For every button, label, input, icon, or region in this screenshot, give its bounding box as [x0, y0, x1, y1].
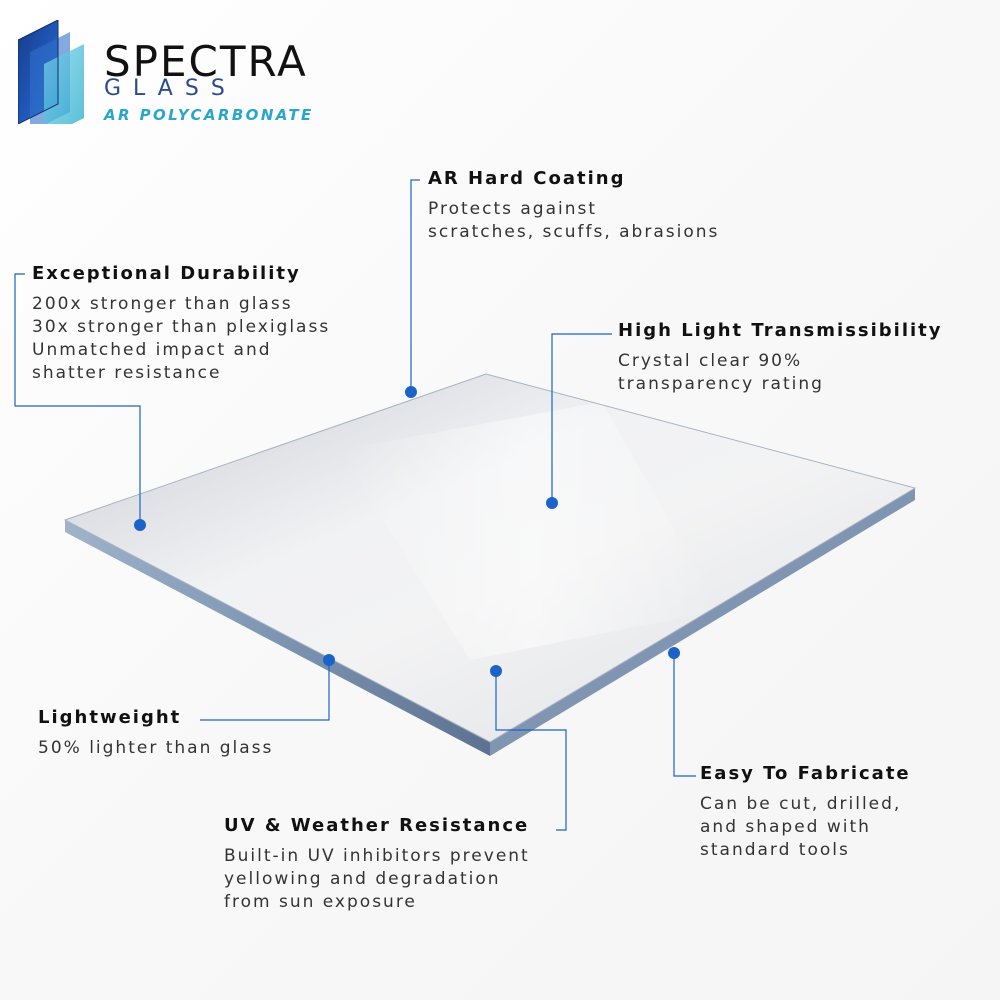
- callout-line: transparency rating: [618, 374, 824, 394]
- brand-name: SPECTRA: [104, 37, 308, 86]
- callout-line: Crystal clear 90%: [618, 351, 803, 371]
- callout-uv-weather-resistance: UV & Weather Resistance Built-in UV inhi…: [224, 815, 530, 914]
- callout-description: Can be cut, drilled, and shaped with sta…: [700, 793, 911, 862]
- callout-title: Exceptional Durability: [32, 263, 301, 284]
- callout-line: scratches, scuffs, abrasions: [428, 222, 720, 242]
- callout-line: 200x stronger than glass: [32, 294, 293, 314]
- stacked-glass-panels-icon: [18, 20, 84, 124]
- callout-description: 200x stronger than glass 30x stronger th…: [32, 293, 330, 385]
- callout-line: 50% lighter than glass: [38, 738, 274, 758]
- callout-description: Protects against scratches, scuffs, abra…: [428, 198, 719, 244]
- callout-easy-to-fabricate: Easy To Fabricate Can be cut, drilled, a…: [700, 763, 911, 862]
- callout-title: High Light Transmissibility: [618, 320, 943, 341]
- callout-lightweight: Lightweight 50% lighter than glass: [38, 707, 273, 760]
- callout-line: Protects against: [428, 199, 598, 219]
- callout-title: AR Hard Coating: [428, 168, 626, 189]
- callout-line: and shaped with: [700, 817, 871, 837]
- callout-title: Lightweight: [38, 707, 182, 728]
- callout-line: Built-in UV inhibitors prevent: [224, 846, 530, 866]
- callout-line: Can be cut, drilled,: [700, 794, 902, 814]
- callout-exceptional-durability: Exceptional Durability 200x stronger tha…: [32, 263, 330, 385]
- callout-line: Unmatched impact and: [32, 340, 272, 360]
- brand-subname: GLASS: [104, 76, 237, 101]
- callout-line: from sun exposure: [224, 892, 417, 912]
- callout-description: Built-in UV inhibitors prevent yellowing…: [224, 845, 530, 914]
- callout-ar-hard-coating: AR Hard Coating Protects against scratch…: [428, 168, 719, 244]
- callout-line: yellowing and degradation: [224, 869, 501, 889]
- callout-line: shatter resistance: [32, 363, 222, 383]
- callout-title: Easy To Fabricate: [700, 763, 911, 784]
- brand-logo: SPECTRA GLASS AR POLYCARBONATE: [18, 20, 378, 130]
- callout-description: 50% lighter than glass: [38, 737, 273, 760]
- callout-title: UV & Weather Resistance: [224, 815, 530, 836]
- callout-high-light-transmissibility: High Light Transmissibility Crystal clea…: [618, 320, 943, 396]
- polycarbonate-sheet: [63, 373, 917, 756]
- callout-line: 30x stronger than plexiglass: [32, 317, 331, 337]
- callout-line: standard tools: [700, 840, 850, 860]
- brand-tagline: AR POLYCARBONATE: [104, 106, 314, 124]
- callout-description: Crystal clear 90% transparency rating: [618, 350, 943, 396]
